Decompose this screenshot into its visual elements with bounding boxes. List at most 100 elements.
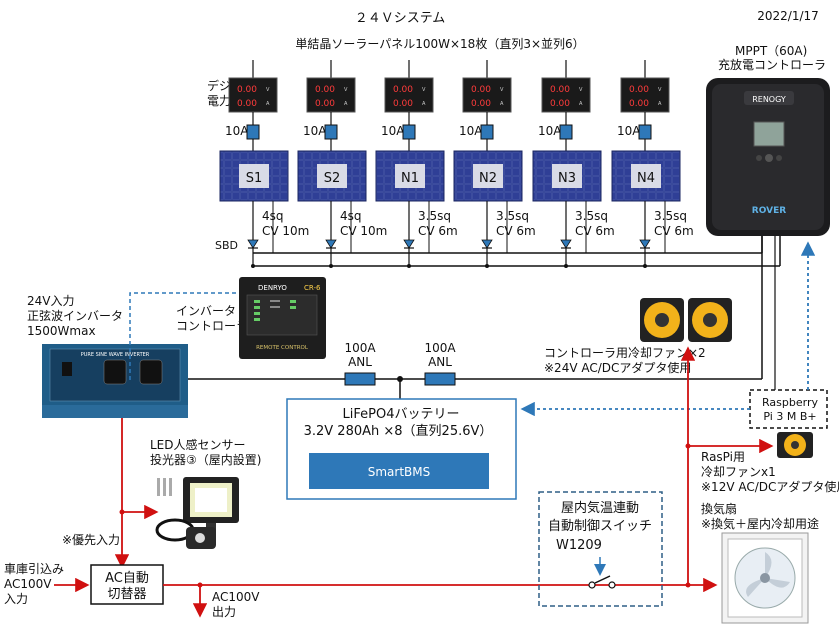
sbd-diode [247, 239, 259, 249]
ac-in-label-line-3: 入力 [4, 592, 28, 606]
anl-fuse-2: 100A ANL [424, 341, 456, 386]
cable-length: CV 6m [654, 224, 694, 238]
inverter-outlet-2 [139, 359, 163, 385]
vent-fan-label-line-2: ※換気＋屋内冷却用途 [701, 516, 819, 531]
cable-size: 3.5sq [418, 209, 451, 223]
panel-label-n3: N3 [558, 171, 576, 186]
ac-out-label: AC100V 出力 [212, 590, 263, 619]
ac-switch-line-2: 切替器 [107, 587, 146, 602]
sbd-diode [403, 239, 415, 249]
smart-bms [309, 453, 489, 489]
raspi-fan-label: RasPi用 冷却ファンx1 ※12V AC/DCアダプタ使用 [701, 450, 839, 494]
panel-label-box [317, 164, 347, 188]
solar-panel-array [297, 150, 367, 202]
panel-label-box [395, 164, 425, 188]
meter-current-readout: 0.00 [237, 99, 257, 109]
anl-1-name: ANL [348, 355, 372, 369]
anl-2-amp: 100A [424, 341, 456, 355]
raspi-fan [777, 432, 813, 458]
title: ２４Ｖシステム [355, 11, 446, 26]
meter-unit-v: V [422, 87, 426, 93]
meter-current-readout: 0.00 [315, 99, 335, 109]
cable-size: 3.5sq [496, 209, 529, 223]
led-sensor-label: LED人感センサー 投光器③（屋内設置) [150, 437, 261, 467]
meter-voltage-readout: 0.00 [315, 85, 335, 95]
meter-unit-a: A [266, 101, 270, 107]
led-sensor-label-line-1: LED人感センサー [150, 437, 246, 452]
panel-label-n1: N1 [401, 171, 419, 186]
cable-length: CV 6m [496, 224, 536, 238]
thermo-line-2: 自動制御スイッチ [548, 519, 652, 534]
fuse-label: 10A [381, 124, 405, 138]
fuse-label: 10A [617, 124, 641, 138]
meter-current-readout: 0.00 [393, 99, 413, 109]
ac-out-label-line-2: 出力 [212, 605, 236, 619]
sbd-diode [481, 239, 493, 249]
sbd-diode [325, 239, 337, 249]
digital-meter [228, 77, 278, 113]
meter-current-readout: 0.00 [629, 99, 649, 109]
mppt-model: ROVER [752, 206, 786, 216]
fuse-label: 10A [459, 124, 483, 138]
inverter-controller-label-line-1: インバータ [176, 304, 236, 318]
raspi-fan-label-line-3: ※12V AC/DCアダプタ使用 [701, 479, 839, 494]
fuse-10a [402, 124, 416, 140]
panel-label-n2: N2 [479, 171, 497, 186]
inverter-switch [62, 362, 72, 376]
inverter-label-line-1: 24V入力 [27, 294, 74, 308]
ac-auto-switch: AC自動 切替器 [90, 564, 164, 605]
cable-size: 3.5sq [654, 209, 687, 223]
digital-meter [541, 77, 591, 113]
panel-label-box [239, 164, 269, 188]
fuse-label: 10A [225, 124, 249, 138]
meter-unit-a: A [500, 101, 504, 107]
meter-voltage-readout: 0.00 [550, 85, 570, 95]
digital-meter [462, 77, 512, 113]
inverter-controller-face: REMOTE CONTROL [256, 345, 309, 351]
meter-voltage-readout: 0.00 [629, 85, 649, 95]
raspberry-pi: Raspberry Pi 3 M B+ [749, 389, 828, 429]
fuse-10a [638, 124, 652, 140]
thermo-line-1: 屋内気温連動 [561, 500, 639, 516]
meter-unit-v: V [579, 87, 583, 93]
panel-heading: 単結晶ソーラーパネル100W×18枚（直列3×並列6） [295, 36, 584, 51]
raspi-fan-label-line-1: RasPi用 [701, 450, 745, 464]
inverter-label: 24V入力 正弦波インバータ 1500Wmax [27, 294, 127, 338]
battery-title: LiFePO4バッテリー [343, 407, 460, 422]
thermo-switch: 屋内気温連動 自動制御スイッチ W1209 [538, 491, 663, 607]
smart-bms-label: SmartBMS [368, 465, 431, 479]
inverter-controller-leds [254, 300, 296, 321]
ac-in-label: 車庫引込み AC100V 入力 [4, 562, 68, 606]
ac-in-label-line-1: 車庫引込み [4, 562, 64, 576]
controller-fan-label-line-2: ※24V AC/DCアダプタ使用 [544, 360, 691, 375]
mppt-controller: RENOGY ROVER [706, 78, 830, 236]
mppt-button-right [776, 155, 782, 161]
ac-out-label-line-1: AC100V [212, 590, 260, 604]
sbd-diode [560, 239, 572, 249]
date: 2022/1/17 [757, 9, 819, 23]
inverter-controller-link [129, 292, 239, 380]
controller-fans [640, 298, 732, 342]
inverter-face: PURE SINE WAVE INVERTER [81, 352, 150, 358]
meter-current-readout: 0.00 [550, 99, 570, 109]
fan-feed-junction-1 [685, 582, 691, 588]
anl-fuse-1: 100A ANL [344, 341, 376, 386]
thermo-line-3: W1209 [556, 538, 602, 553]
meter-unit-a: A [579, 101, 583, 107]
mppt-button-center [765, 154, 773, 162]
meter-unit-a: A [422, 101, 426, 107]
fuse-10a [246, 124, 260, 140]
priority-label: ※優先入力 [62, 533, 120, 547]
led-sensor-light [155, 477, 239, 549]
mppt-display [753, 121, 785, 147]
inverter-controller-label: インバータ コントローラ [176, 304, 248, 333]
vent-fan-label: 換気扇 ※換気＋屋内冷却用途 [701, 501, 819, 531]
cable-length: CV 6m [575, 224, 615, 238]
panel-label-box [552, 164, 582, 188]
